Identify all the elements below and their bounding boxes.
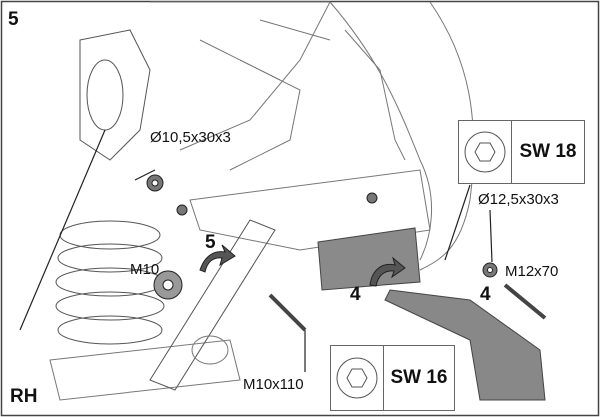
callout-part-5: 5 — [205, 232, 216, 253]
hex-socket-icon — [459, 121, 512, 183]
callout-part-4-right: 4 — [480, 284, 491, 305]
washer-10-label: Ø10,5x30x3 — [150, 129, 231, 146]
bolt-m10-label: M10x110 — [243, 376, 304, 393]
step-number: 5 — [8, 9, 19, 30]
side-label: RH — [10, 386, 38, 407]
nut-m10-label: M10 — [130, 261, 160, 278]
rotate-arrow-icon — [199, 244, 236, 273]
wrench-size-sw18: SW 18 — [519, 141, 577, 162]
callout-part-4-left: 4 — [350, 284, 361, 305]
washer-12-label: Ø12,5x30x3 — [478, 191, 559, 208]
wrench-size-box-sw18: SW 18 — [458, 120, 585, 184]
rotate-arrow-icon — [369, 256, 406, 287]
hex-socket-icon — [331, 346, 384, 410]
wrench-size-box-sw16: SW 16 — [330, 345, 455, 411]
wrench-size-sw16: SW 16 — [390, 367, 448, 388]
bolt-m12-label: M12x70 — [505, 263, 559, 280]
